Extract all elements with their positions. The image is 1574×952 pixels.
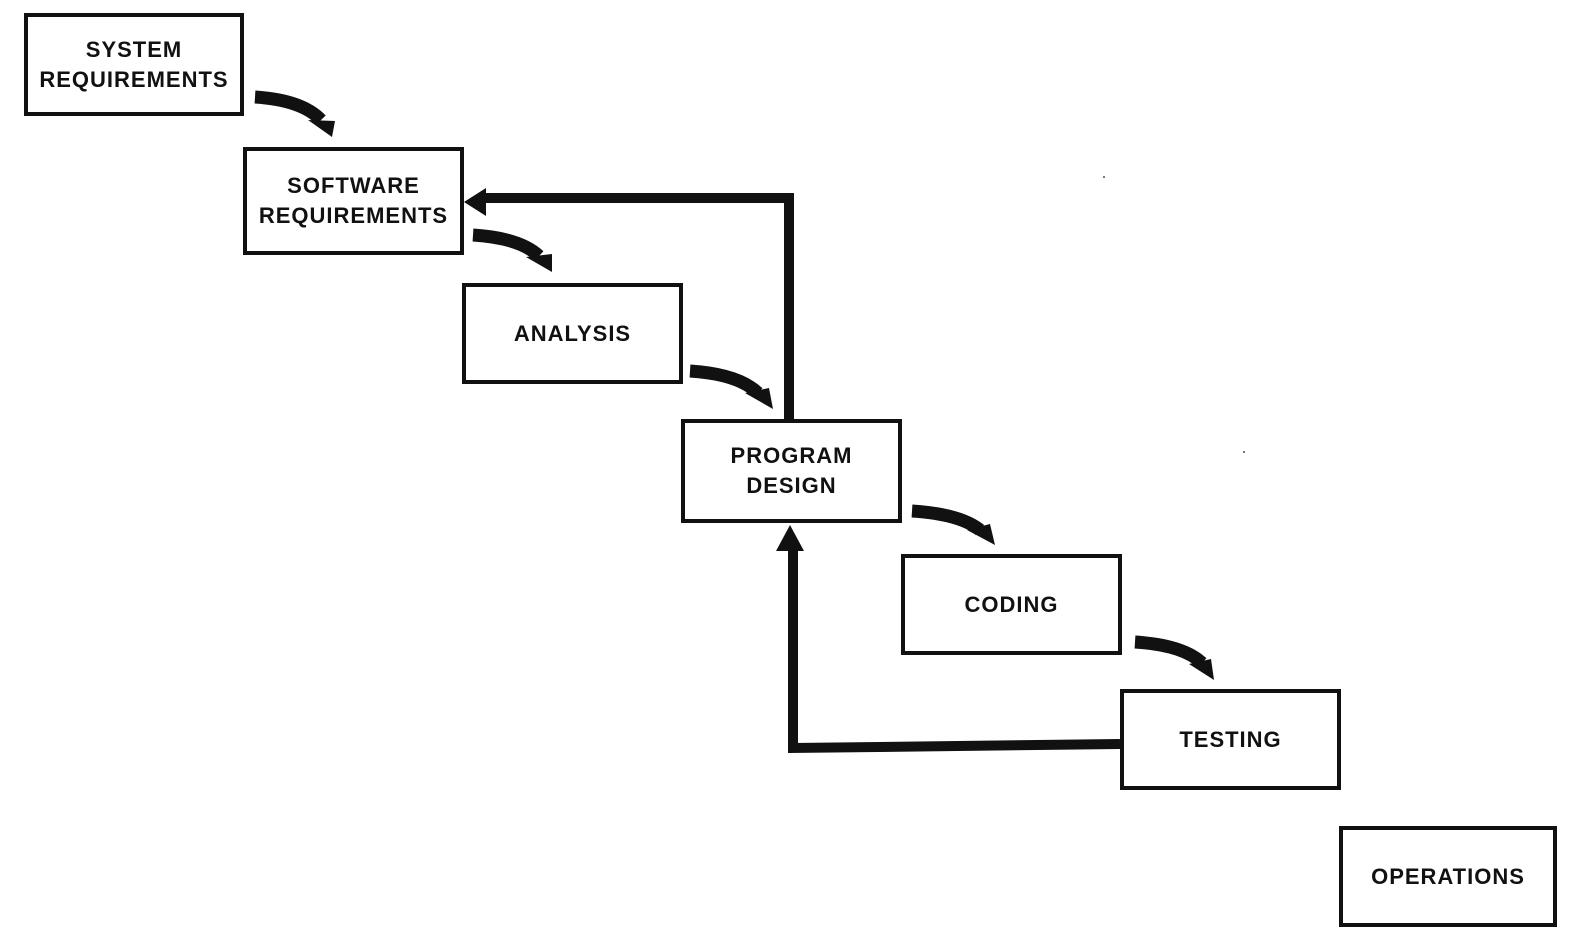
stage-label-line: DESIGN bbox=[746, 473, 837, 498]
scan-speck bbox=[1243, 451, 1245, 453]
stage-label-line: PROGRAM bbox=[730, 443, 853, 468]
feedback-arrowhead-software bbox=[464, 188, 486, 216]
stage-box-operations: OPERATIONS bbox=[1339, 826, 1557, 927]
stage-box-testing: TESTING bbox=[1120, 689, 1341, 790]
feedback-line-design-to-software bbox=[480, 193, 794, 419]
stage-label-line: TESTING bbox=[1179, 726, 1282, 752]
stage-box-program-design: PROGRAM DESIGN bbox=[681, 419, 902, 523]
stage-label-line: OPERATIONS bbox=[1371, 863, 1525, 889]
step-arrow-software-to-analysis bbox=[472, 228, 552, 272]
stage-label-line: REQUIREMENTS bbox=[258, 203, 449, 228]
scan-speck bbox=[1103, 176, 1105, 178]
feedback-line-testing-to-design bbox=[788, 548, 1121, 754]
step-arrow-analysis-to-design bbox=[689, 364, 773, 409]
feedback-arrowhead-design bbox=[776, 525, 804, 551]
stage-label-line: SOFTWARE bbox=[287, 173, 420, 198]
step-arrow-design-to-coding bbox=[911, 504, 995, 545]
stage-label-line: CODING bbox=[964, 591, 1059, 617]
stage-box-coding: CODING bbox=[901, 554, 1122, 655]
stage-label-line: REQUIREMENTS bbox=[39, 66, 229, 92]
step-arrow-coding-to-testing bbox=[1134, 635, 1214, 680]
stage-label-line: SYSTEM bbox=[85, 36, 183, 62]
step-arrow-system-to-software bbox=[254, 90, 335, 137]
stage-label-line: ANALYSIS bbox=[513, 320, 632, 346]
stage-box-software-requirements: SOFTWARE REQUIREMENTS bbox=[243, 147, 464, 255]
stage-box-analysis: ANALYSIS bbox=[462, 283, 683, 384]
stage-box-system-requirements: SYSTEM REQUIREMENTS bbox=[24, 13, 244, 116]
